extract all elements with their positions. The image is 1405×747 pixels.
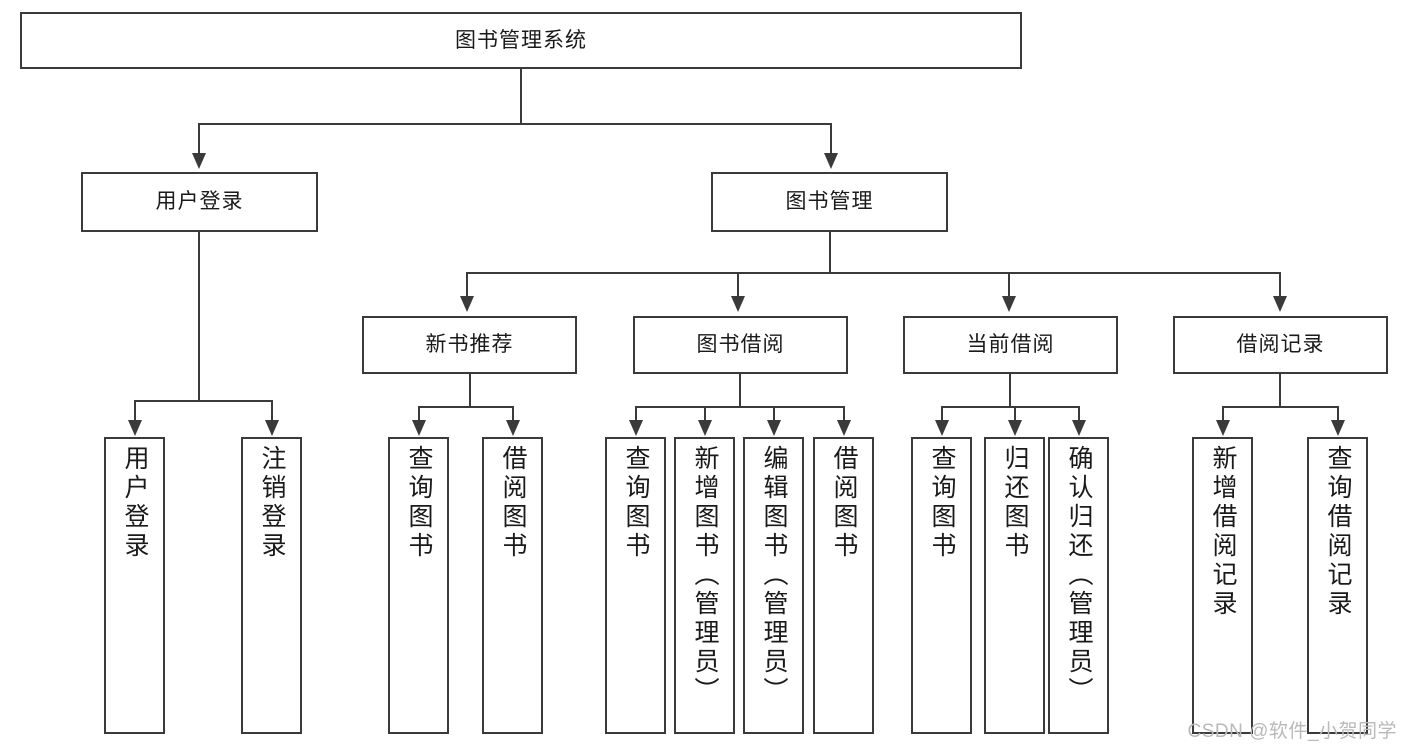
leaf-label: 查询借阅记录 [1324, 445, 1352, 619]
connector-current-borrow-leaf-1 [941, 406, 943, 422]
leaf-label: 查询图书 [622, 445, 650, 561]
connector-borrow-record-leaf-2 [1337, 406, 1339, 422]
leaf-borrow-record-add-record[interactable]: 新增借阅记录 [1192, 437, 1253, 734]
leaf-user-login-logout[interactable]: 注销登录 [241, 437, 302, 734]
arrowhead-book-borrow-leaf-1 [629, 420, 643, 436]
arrowhead-current-borrow-leaf-2 [1008, 420, 1022, 436]
arrowhead-root-to-user-login [192, 153, 206, 169]
leaf-new-book-recommend-borrow-book[interactable]: 借阅图书 [482, 437, 543, 734]
leaf-book-borrow-borrow-book[interactable]: 借阅图书 [813, 437, 874, 734]
connector-new-book-recommend-bus [418, 406, 514, 408]
node-borrow-record[interactable]: 借阅记录 [1173, 316, 1388, 374]
arrowhead-book-borrow-leaf-4 [837, 420, 851, 436]
connector-book-borrow-leaf-2 [704, 406, 706, 422]
node-new-book-recommend[interactable]: 新书推荐 [362, 316, 577, 374]
arrowhead-current-borrow-leaf-1 [935, 420, 949, 436]
leaf-label: 新增借阅记录 [1209, 445, 1237, 619]
leaf-label: 确认归还（管理员） [1065, 445, 1093, 706]
connector-to-borrow-record [1279, 272, 1281, 298]
arrowhead-book-borrow-leaf-2 [698, 420, 712, 436]
leaf-label: 查询图书 [405, 445, 433, 561]
connector-root-stem [520, 69, 522, 123]
leaf-book-borrow-add-book-admin[interactable]: 新增图书（管理员） [674, 437, 735, 734]
connector-user-login-bus [134, 400, 271, 402]
connector-book-borrow-leaf-3 [773, 406, 775, 422]
node-label: 借阅记录 [1236, 333, 1325, 357]
leaf-label: 新增图书（管理员） [691, 445, 719, 706]
arrowhead-borrow-record-leaf-1 [1216, 420, 1230, 436]
arrowhead-to-current-borrow [1002, 296, 1016, 312]
leaf-user-login-login[interactable]: 用户登录 [104, 437, 165, 734]
connector-user-login-stem [198, 232, 200, 400]
leaf-current-borrow-return-book[interactable]: 归还图书 [984, 437, 1045, 734]
node-user-login[interactable]: 用户登录 [81, 172, 318, 232]
connector-book-borrow-leaf-4 [843, 406, 845, 422]
connector-current-borrow-leaf-3 [1078, 406, 1080, 422]
leaf-book-borrow-edit-book-admin[interactable]: 编辑图书（管理员） [743, 437, 804, 734]
connector-new-book-recommend-leaf-1 [418, 406, 420, 422]
node-label: 图书借阅 [696, 333, 785, 357]
arrowhead-new-book-recommend-leaf-1 [412, 420, 426, 436]
leaf-new-book-recommend-query-book[interactable]: 查询图书 [388, 437, 449, 734]
leaf-label: 用户登录 [121, 445, 149, 561]
connector-user-login-leaf-2 [271, 400, 273, 422]
connector-book-borrow-leaf-1 [635, 406, 637, 422]
node-label: 用户登录 [155, 190, 244, 214]
arrowhead-to-book-borrow [731, 296, 745, 312]
arrowhead-to-new-book-recommend [460, 296, 474, 312]
arrowhead-to-borrow-record [1273, 296, 1287, 312]
connector-book-borrow-bus [635, 406, 845, 408]
connector-borrow-record-bus [1222, 406, 1339, 408]
leaf-label: 借阅图书 [830, 445, 858, 561]
connector-root-to-book-management [830, 123, 832, 155]
leaf-label: 编辑图书（管理员） [760, 445, 788, 706]
arrowhead-borrow-record-leaf-2 [1331, 420, 1345, 436]
leaf-label: 注销登录 [258, 445, 286, 561]
connector-to-new-book-recommend [466, 272, 468, 298]
arrowhead-root-to-book-management [824, 153, 838, 169]
connector-root-to-user-login [198, 123, 200, 155]
connector-current-borrow-leaf-2 [1014, 406, 1016, 422]
connector-book-management-stem [829, 232, 831, 272]
connector-to-book-borrow [737, 272, 739, 298]
arrowhead-current-borrow-leaf-3 [1072, 420, 1086, 436]
node-label: 当前借阅 [966, 333, 1055, 357]
connector-root-bus [198, 123, 832, 125]
leaf-current-borrow-query-book[interactable]: 查询图书 [911, 437, 972, 734]
node-current-borrow[interactable]: 当前借阅 [903, 316, 1118, 374]
leaf-current-borrow-confirm-return-admin[interactable]: 确认归还（管理员） [1048, 437, 1109, 734]
arrowhead-new-book-recommend-leaf-2 [506, 420, 520, 436]
connector-current-borrow-bus [941, 406, 1080, 408]
node-label: 图书管理系统 [455, 28, 587, 52]
leaf-label: 归还图书 [1001, 445, 1029, 561]
node-root-book-management-system[interactable]: 图书管理系统 [20, 12, 1022, 69]
connector-book-borrow-stem [739, 374, 741, 406]
connector-current-borrow-stem [1009, 374, 1011, 406]
leaf-borrow-record-query-record[interactable]: 查询借阅记录 [1307, 437, 1368, 734]
connector-borrow-record-leaf-1 [1222, 406, 1224, 422]
node-label: 图书管理 [785, 190, 874, 214]
connector-new-book-recommend-stem [469, 374, 471, 406]
node-label: 新书推荐 [425, 333, 514, 357]
connector-book-management-bus [466, 272, 1280, 274]
arrowhead-user-login-leaf-2 [265, 420, 279, 436]
leaf-book-borrow-query-book[interactable]: 查询图书 [605, 437, 666, 734]
connector-user-login-leaf-1 [134, 400, 136, 422]
connector-new-book-recommend-leaf-2 [512, 406, 514, 422]
arrowhead-book-borrow-leaf-3 [767, 420, 781, 436]
leaf-label: 查询图书 [928, 445, 956, 561]
node-book-borrow[interactable]: 图书借阅 [633, 316, 848, 374]
connector-to-current-borrow [1008, 272, 1010, 298]
node-book-management[interactable]: 图书管理 [711, 172, 948, 232]
connector-borrow-record-stem [1279, 374, 1281, 406]
arrowhead-user-login-leaf-1 [128, 420, 142, 436]
leaf-label: 借阅图书 [499, 445, 527, 561]
